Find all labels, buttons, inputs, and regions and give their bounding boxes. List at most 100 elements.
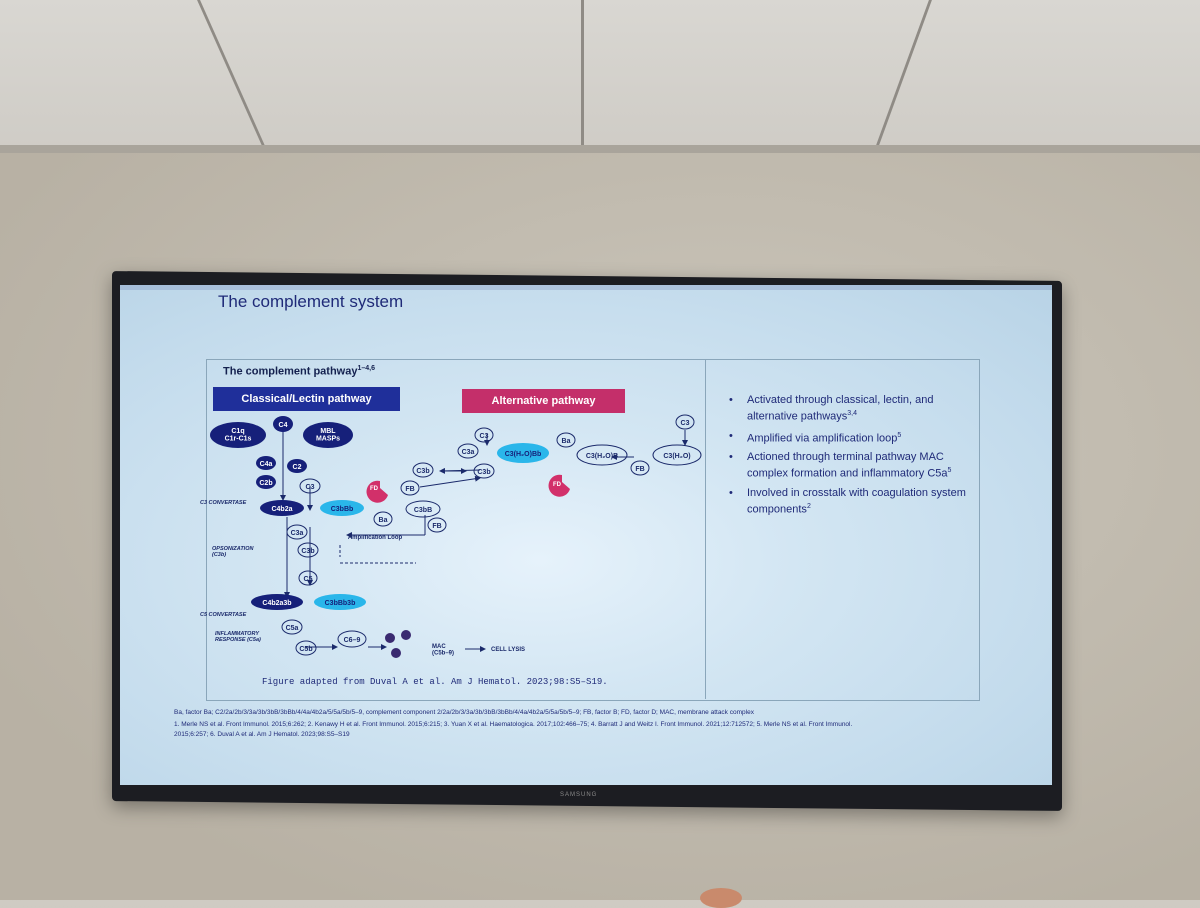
node-c3-alt-top bbox=[474, 427, 494, 443]
bullet-ref: 5 bbox=[947, 467, 952, 475]
mac-complex bbox=[385, 633, 395, 643]
node-c4 bbox=[273, 416, 293, 432]
bullet-list: Activated through classical, lectin, and… bbox=[725, 393, 980, 522]
node-c3h2o bbox=[652, 444, 702, 466]
node-ba-classical bbox=[373, 511, 393, 527]
label-amplification: Amplification Loop bbox=[348, 535, 403, 541]
label-c5a: C5a bbox=[286, 625, 299, 632]
node-c6-9 bbox=[337, 630, 367, 648]
label-ba: Ba bbox=[379, 517, 388, 524]
label-alt-fb: FB bbox=[635, 466, 644, 473]
label-c3-classical: C3 bbox=[306, 484, 315, 491]
panel-title-refs: 1–4,6 bbox=[357, 365, 376, 372]
bullet-text: Actioned through terminal pathway MAC co… bbox=[747, 451, 948, 480]
label-c2: C2 bbox=[293, 464, 302, 471]
slide-screen: The complement system The complement pat… bbox=[120, 285, 1052, 785]
node-c3bbb bbox=[320, 500, 364, 516]
label-opsonization: OPSONIZATION(C3b) bbox=[212, 546, 254, 558]
label-c5: C5 bbox=[304, 576, 313, 583]
footnote-references-cont: 2015;6:257; 6. Duval A et al. Am J Hemat… bbox=[174, 731, 350, 738]
label-alt-c3a: C3a bbox=[462, 449, 475, 456]
person-head bbox=[700, 888, 742, 908]
node-fb-mid2 bbox=[427, 517, 447, 533]
bullet-item: Amplified via amplification loop5 bbox=[725, 429, 980, 446]
diagram-arrows bbox=[280, 430, 688, 652]
figure-frame bbox=[206, 359, 980, 701]
label-mac: MAC(C5b–9) bbox=[432, 644, 454, 657]
label-c3bbb3b: C3bBb3b bbox=[325, 600, 356, 607]
label-alt-c3h2ob: C3(H₂O)B bbox=[586, 453, 618, 460]
node-c2b bbox=[256, 475, 276, 489]
label-c5b: C5b bbox=[299, 646, 312, 653]
bullet-item: Involved in crosstalk with coagulation s… bbox=[725, 486, 980, 517]
panel-title: The complement pathway1–4,6 bbox=[223, 365, 375, 378]
node-c3h2ob bbox=[576, 444, 628, 466]
bullet-ref: 5 bbox=[897, 431, 902, 439]
label-c2b: C2b bbox=[259, 480, 272, 487]
panel-title-text: The complement pathway bbox=[223, 365, 358, 378]
label-c4b2a: C4b2a bbox=[271, 506, 292, 513]
label-c3bbb: C3bBb bbox=[331, 506, 354, 513]
node-ba-alt bbox=[556, 432, 576, 448]
label-c3-convertase: C3 CONVERTASE bbox=[200, 500, 247, 506]
label-c3bb: C3bB bbox=[414, 507, 432, 514]
label-c4: C4 bbox=[279, 422, 288, 429]
label-fd: FD bbox=[370, 486, 379, 492]
label-c5-convertase: C5 CONVERTASE bbox=[200, 612, 247, 618]
label-alt-ba: Ba bbox=[562, 438, 571, 445]
node-c3bbb3b bbox=[314, 594, 366, 610]
label-c3b: C3b bbox=[301, 548, 314, 555]
factor-d-alt-shape bbox=[548, 474, 570, 497]
mac-complex bbox=[391, 648, 401, 658]
node-c4b2a bbox=[260, 500, 304, 516]
label-c4b2a3b: C4b2a3b bbox=[262, 600, 291, 607]
mac-complex bbox=[401, 630, 411, 640]
node-c3b-mid bbox=[412, 462, 434, 478]
ceiling bbox=[0, 0, 1200, 150]
node-c3b-alt bbox=[473, 463, 495, 479]
alternative-pathway-banner: Alternative pathway bbox=[462, 389, 625, 413]
ceiling-edge bbox=[0, 145, 1200, 153]
node-c5 bbox=[298, 570, 318, 586]
node-c2 bbox=[287, 459, 307, 473]
bullet-item: Activated through classical, lectin, and… bbox=[725, 393, 980, 424]
label-fb-mid2: FB bbox=[432, 523, 441, 530]
label-alt-fd: FD bbox=[553, 482, 562, 488]
classical-pathway-banner: Classical/Lectin pathway bbox=[213, 387, 400, 411]
node-fb-mid1 bbox=[400, 480, 420, 496]
footnote-references: 1. Merle NS et al. Front Immunol. 2015;6… bbox=[174, 721, 853, 728]
label-c6-9: C6–9 bbox=[344, 637, 361, 644]
slide-top-bar bbox=[120, 285, 1052, 290]
node-c3a-alt bbox=[457, 443, 479, 459]
bullet-text: Amplified via amplification loop bbox=[747, 432, 898, 445]
node-c5a bbox=[281, 619, 303, 635]
label-fb-mid1: FB bbox=[405, 486, 414, 493]
label-alt-c3h2obb: C3(H₂O)Bb bbox=[505, 451, 542, 458]
bullet-ref: 2 bbox=[806, 502, 811, 510]
node-fb-alt bbox=[630, 460, 650, 476]
node-c3-classical bbox=[299, 478, 321, 494]
figure-caption: Figure adapted from Duval A et al. Am J … bbox=[262, 677, 608, 687]
bullet-text: Activated through classical, lectin, and… bbox=[747, 394, 934, 423]
slide-title: The complement system bbox=[218, 292, 404, 311]
bullet-item: Actioned through terminal pathway MAC co… bbox=[725, 450, 980, 481]
bullet-text: Involved in crosstalk with coagulation s… bbox=[747, 486, 966, 516]
label-cell-lysis: CELL LYSIS bbox=[491, 647, 525, 653]
node-c3a bbox=[286, 524, 308, 540]
node-c1q bbox=[210, 422, 266, 448]
label-alt-c3-top: C3 bbox=[480, 433, 489, 440]
ceiling-tile-seam bbox=[581, 0, 584, 148]
frame-divider bbox=[705, 359, 706, 699]
label-c3a: C3a bbox=[291, 530, 304, 537]
bullet-ref: 3,4 bbox=[847, 410, 858, 417]
node-c3h2obb bbox=[497, 443, 549, 463]
node-c4b2a3b bbox=[251, 594, 303, 610]
node-c3b bbox=[297, 542, 319, 558]
label-alt-c3b: C3b bbox=[477, 469, 490, 476]
node-c3-alt-right bbox=[675, 414, 695, 430]
footnote-abbreviations: Ba, factor Ba; C2/2a/2b/3/3a/3b/3bB/3bBb… bbox=[174, 709, 754, 716]
factor-d-shape bbox=[366, 480, 388, 503]
node-mbl bbox=[303, 422, 353, 448]
